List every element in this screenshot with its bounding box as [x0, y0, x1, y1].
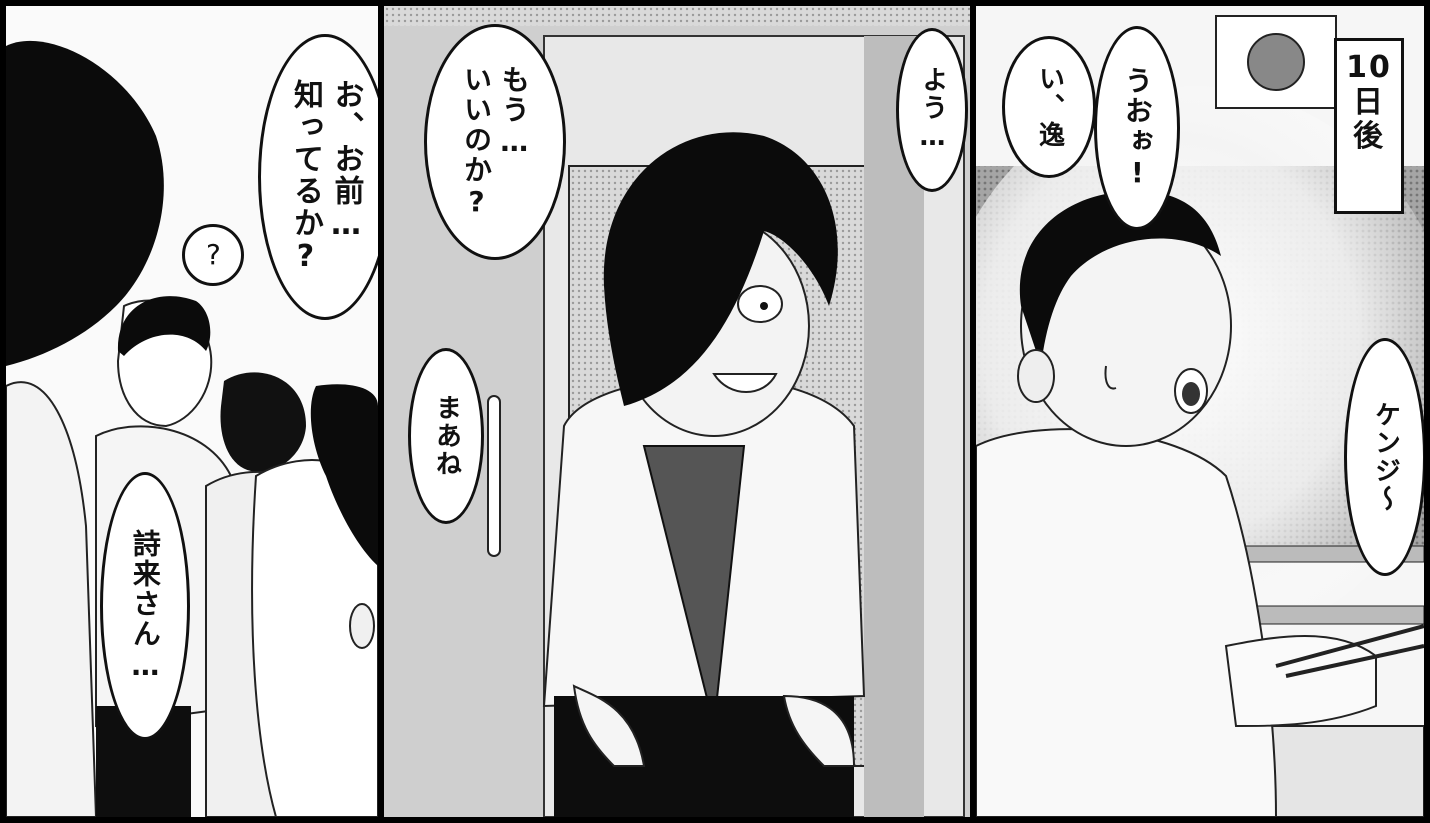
speech-text-shiki-san: 詩来さん…	[128, 528, 162, 684]
speech-bubble-already-ok: もう… いいのか?	[424, 24, 566, 260]
speech-text-i-itsu: い、逸	[1034, 65, 1065, 149]
speech-bubble-maane: まあね	[408, 348, 484, 524]
speech-bubble-kenji: ケンジ〜	[1344, 338, 1424, 576]
speech-text-kenji: ケンジ〜	[1370, 401, 1401, 513]
time-caption-box: 10 日 後	[1334, 38, 1404, 214]
speech-bubble-i-itsu: い、逸	[1002, 36, 1096, 178]
right-panel: 10 日 後 うおぉ! い、逸 ケンジ〜	[976, 6, 1424, 817]
time-caption-text: 10 日 後	[1346, 50, 1392, 154]
speech-bubble-do-you-know: お、お前… 知ってるか?	[258, 34, 378, 320]
speech-text-already-ok: もう… いいのか?	[460, 64, 531, 220]
speech-bubble-uoo: うおぉ!	[1094, 26, 1180, 230]
speech-text-maane: まあね	[431, 394, 462, 478]
speech-text-uoo: うおぉ!	[1120, 65, 1154, 191]
question-mark-bubble: ?	[182, 224, 244, 286]
right-panel-illustration	[976, 6, 1424, 817]
middle-panel: よう… もう… いいのか? まあね	[384, 6, 970, 817]
left-panel: ? お、お前… 知ってるか? 詩来さん…	[6, 6, 378, 817]
speech-bubble-shiki-san: 詩来さん…	[100, 472, 190, 740]
speech-text-do-you-know: お、お前… 知ってるか?	[288, 78, 364, 276]
speech-text-yo: よう…	[917, 66, 948, 154]
question-mark-text: ?	[196, 237, 230, 273]
speech-bubble-yo: よう…	[896, 28, 968, 192]
